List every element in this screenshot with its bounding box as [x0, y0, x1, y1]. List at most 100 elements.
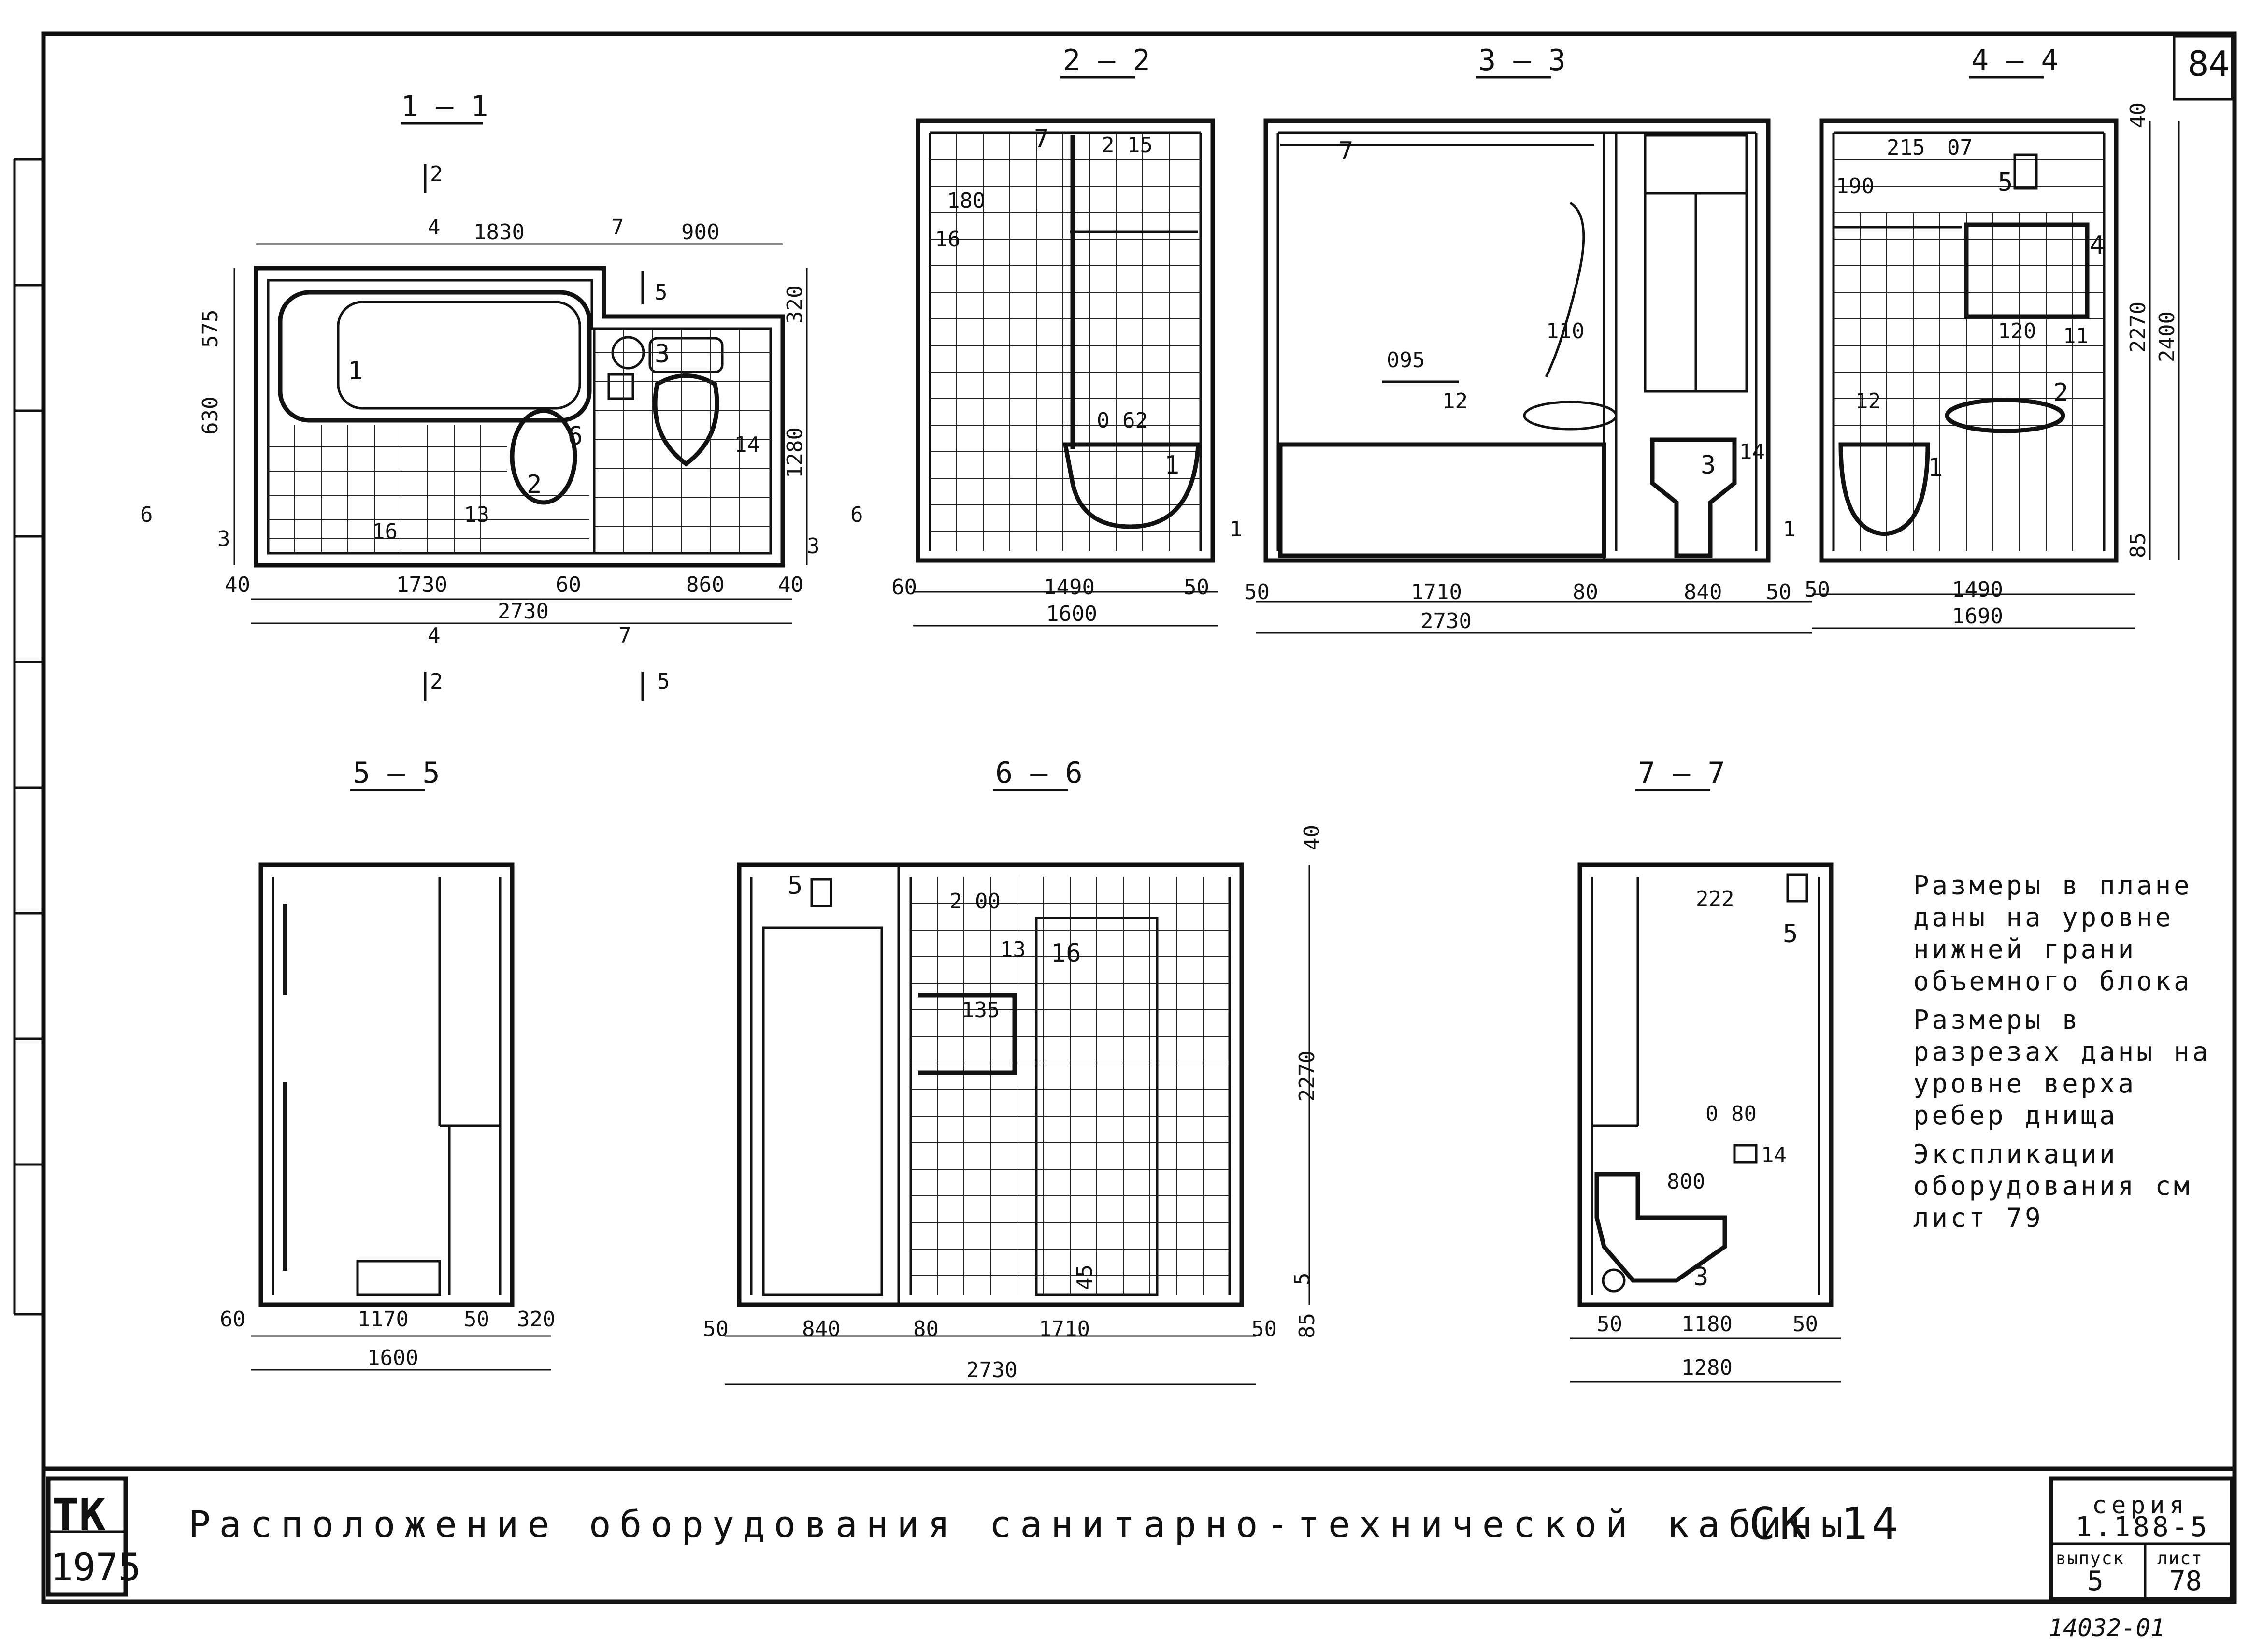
svg-text:5: 5 — [788, 871, 802, 900]
svg-text:6 – 6: 6 – 6 — [995, 756, 1083, 790]
issue-label: выпуск — [2056, 1549, 2125, 1568]
section-5-5: 5 – 5 60 1170 50 320 1600 — [220, 756, 555, 1371]
svg-text:3: 3 — [217, 527, 230, 551]
svg-text:840: 840 — [802, 1317, 840, 1341]
svg-text:3: 3 — [655, 340, 670, 369]
stamp-tk: ТК — [52, 1489, 106, 1541]
svg-text:14: 14 — [1739, 440, 1765, 464]
stamp-year: 1975 — [50, 1546, 141, 1590]
svg-text:630: 630 — [198, 397, 223, 435]
svg-text:40: 40 — [778, 573, 803, 597]
svg-text:2270: 2270 — [1295, 1050, 1319, 1102]
svg-text:1690: 1690 — [1952, 604, 2003, 629]
svg-text:80: 80 — [913, 1317, 939, 1341]
svg-text:50: 50 — [1184, 575, 1209, 600]
svg-text:1180: 1180 — [1681, 1312, 1733, 1336]
section-4-4: 4 – 4 215 07 190 5 4 120 11 12 — [1805, 43, 2180, 629]
svg-text:1: 1 — [1783, 517, 1796, 542]
svg-text:4: 4 — [428, 215, 441, 240]
svg-text:1280: 1280 — [783, 427, 807, 478]
svg-text:1490: 1490 — [1044, 575, 1095, 600]
svg-text:120: 120 — [1998, 319, 2036, 344]
svg-text:2: 2 — [430, 162, 443, 187]
svg-text:1: 1 — [1230, 517, 1243, 542]
svg-text:840: 840 — [1684, 580, 1722, 604]
svg-text:110: 110 — [1546, 319, 1584, 344]
svg-text:6: 6 — [140, 503, 153, 527]
svg-text:5: 5 — [1998, 168, 2013, 197]
svg-text:50: 50 — [1251, 1317, 1277, 1341]
svg-text:1490: 1490 — [1952, 577, 2003, 602]
svg-text:7 – 7: 7 – 7 — [1638, 756, 1725, 790]
page-number-box — [2173, 35, 2234, 101]
svg-text:5: 5 — [655, 280, 668, 305]
issue-value: 5 — [2087, 1566, 2104, 1597]
title-block — [46, 1476, 2235, 1602]
svg-text:190: 190 — [1836, 174, 1874, 199]
svg-text:14: 14 — [734, 432, 760, 457]
plan-section-1-1: 1 – 1 — [140, 89, 863, 701]
section-2-2: 2 – 2 7 2 15 180 16 0 62 1 1 — [891, 43, 1243, 627]
svg-text:4 – 4: 4 – 4 — [1971, 43, 2059, 77]
svg-text:2730: 2730 — [1420, 609, 1472, 633]
svg-text:1710: 1710 — [1039, 1317, 1090, 1341]
svg-text:6: 6 — [568, 422, 583, 451]
svg-text:4: 4 — [428, 623, 441, 648]
svg-text:5: 5 — [1290, 1273, 1315, 1286]
svg-text:2270: 2270 — [2126, 302, 2150, 353]
svg-text:3 – 3: 3 – 3 — [1478, 43, 1566, 77]
svg-text:1600: 1600 — [1046, 602, 1097, 626]
svg-text:3: 3 — [807, 534, 820, 559]
svg-text:40: 40 — [2126, 102, 2150, 128]
section-6-6: 6 – 6 5 2 00 13 16 135 — [703, 756, 1324, 1385]
svg-text:85: 85 — [2126, 532, 2150, 558]
notes-block: Размеры в плане даны на уровне нижней гр… — [1913, 870, 2232, 1241]
svg-text:3: 3 — [1701, 451, 1716, 480]
svg-text:2: 2 — [2053, 378, 2068, 407]
svg-text:16: 16 — [1051, 939, 1081, 968]
svg-text:575: 575 — [198, 310, 223, 348]
drawing-code: СК 14 — [1749, 1498, 1902, 1550]
svg-text:60: 60 — [891, 575, 917, 600]
svg-text:50: 50 — [1244, 580, 1270, 604]
svg-text:320: 320 — [517, 1307, 555, 1332]
svg-text:2 00: 2 00 — [949, 889, 1001, 914]
note-section-dimensions: Размеры в разрезах даны на уровне верха … — [1913, 1005, 2211, 1131]
svg-text:1730: 1730 — [396, 573, 447, 597]
svg-text:50: 50 — [703, 1317, 729, 1341]
svg-text:85: 85 — [1295, 1313, 1319, 1338]
svg-text:0 80: 0 80 — [1705, 1102, 1757, 1126]
svg-text:11: 11 — [2063, 324, 2089, 348]
svg-text:16: 16 — [935, 227, 960, 252]
svg-text:222: 222 — [1696, 887, 1734, 911]
svg-text:14: 14 — [1761, 1143, 1787, 1167]
svg-text:900: 900 — [681, 220, 719, 244]
svg-text:2: 2 — [527, 470, 542, 499]
note-equipment-reference: Экспликации оборудования см лист 79 — [1913, 1139, 2192, 1233]
svg-text:45: 45 — [1073, 1264, 1097, 1290]
svg-text:50: 50 — [1597, 1312, 1622, 1336]
svg-text:16: 16 — [372, 519, 398, 544]
svg-text:50: 50 — [1805, 577, 1830, 602]
svg-text:1: 1 — [1928, 453, 1943, 482]
svg-text:40: 40 — [225, 573, 250, 597]
svg-text:1: 1 — [348, 357, 363, 386]
page-number: 84 — [2188, 43, 2230, 84]
series-value: 1.188-5 — [2076, 1511, 2210, 1543]
svg-text:13: 13 — [1000, 937, 1026, 962]
svg-text:2730: 2730 — [498, 599, 549, 624]
svg-text:50: 50 — [1766, 580, 1791, 604]
sheet-label: лист — [2157, 1549, 2203, 1568]
handwritten-note: 14032-01 — [2049, 1614, 2165, 1642]
svg-text:7: 7 — [1338, 137, 1353, 166]
sheet-frame — [41, 31, 2237, 1604]
drawing-title: Расположение оборудования санитарно-техн… — [188, 1503, 1852, 1546]
section-3-3: 3 – 3 7 110 095 12 3 14 1 50 1710 80 840… — [1244, 43, 1812, 634]
svg-text:135: 135 — [961, 998, 1000, 1022]
svg-text:2400: 2400 — [2155, 311, 2179, 362]
svg-text:7: 7 — [1034, 125, 1049, 154]
svg-text:320: 320 — [783, 286, 807, 324]
sheet-value: 78 — [2169, 1566, 2202, 1597]
svg-text:07: 07 — [1947, 135, 1973, 160]
